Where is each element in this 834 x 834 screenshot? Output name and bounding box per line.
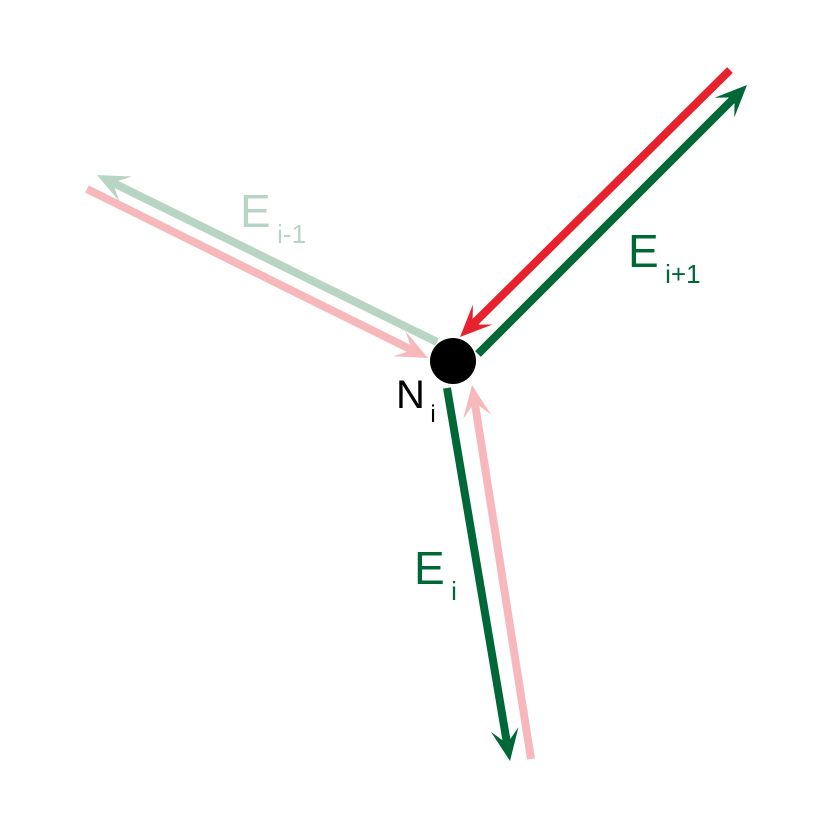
arrow-e-prev-in [85, 185, 428, 358]
edge-label-next-subscript: i+1 [665, 259, 700, 289]
edge-label-curr-subscript: i [451, 576, 457, 606]
arrow-e-prev-out-head [97, 175, 132, 202]
arrow-e-next-out-shaft [475, 93, 739, 357]
edge-label-curr: E i [414, 542, 457, 606]
node-ni [430, 338, 476, 384]
arrow-e-prev-in-shaft [85, 185, 416, 355]
arrow-e-curr-out-shaft [443, 387, 512, 747]
edge-label-next-main: E [628, 225, 659, 277]
arrow-e-curr-in-head [463, 385, 491, 419]
arrow-e-next-out [475, 85, 747, 357]
arrow-e-curr-in-shaft [470, 399, 535, 760]
arrow-e-prev-out-shaft [109, 178, 439, 346]
node-label-subscript: i [430, 401, 435, 428]
edge-label-curr-main: E [414, 542, 445, 594]
arrow-e-prev-out [97, 175, 439, 346]
arrow-e-next-in [460, 67, 733, 337]
arrow-e-curr-in [463, 385, 535, 760]
arrow-e-next-out-head [714, 85, 747, 118]
edge-label-prev-subscript: i-1 [277, 219, 306, 249]
node-label-main: N [396, 373, 425, 417]
edge-label-next: E i+1 [628, 225, 701, 289]
arrow-e-next-in-shaft [468, 67, 733, 329]
node-label: N i [396, 373, 436, 428]
arrow-e-curr-out [443, 387, 519, 761]
edge-label-prev: E i-1 [240, 185, 306, 249]
arrow-e-curr-out-head [490, 727, 519, 761]
arrow-e-prev-in-head [393, 331, 428, 358]
arrows-layer [85, 67, 747, 761]
edge-label-prev-main: E [240, 185, 271, 237]
arrow-e-next-in-head [460, 304, 493, 337]
